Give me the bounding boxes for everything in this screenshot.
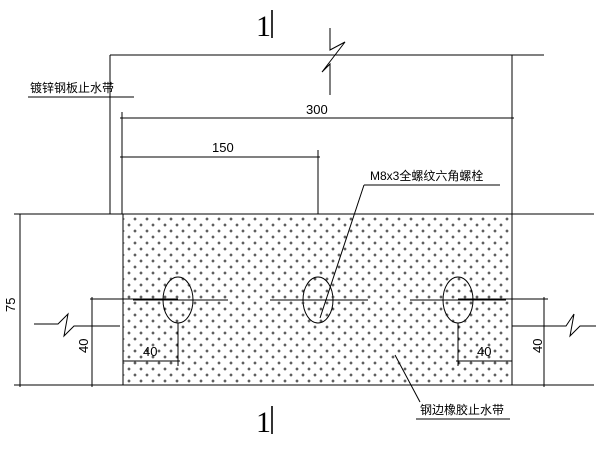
dimension-height: 75 (3, 214, 21, 387)
section-mark-top-label: 1 (256, 10, 271, 43)
section-mark-bottom: 1 (256, 406, 273, 439)
dimension-40-left-h-text: 40 (143, 344, 157, 359)
break-symbol-right (512, 313, 596, 338)
break-symbol-left (34, 312, 120, 338)
section-mark-bottom-label: 1 (256, 406, 271, 439)
dimension-40-left-v-text: 40 (76, 339, 91, 353)
dimension-half-width: 150 (120, 140, 320, 214)
dimension-75-text: 75 (3, 298, 18, 312)
galvanized-steel-waterstop (109, 28, 544, 214)
label-rubber-waterstop-text: 钢边橡胶止水带 (420, 402, 504, 417)
dimension-40-right-v-text: 40 (530, 339, 545, 353)
dimension-right-offset-h: 40 (456, 323, 512, 366)
label-rubber-waterstop-leader (394, 354, 421, 403)
dimension-right-offset-v: 40 (458, 297, 548, 387)
section-mark-top: 1 (256, 10, 273, 43)
label-rubber-waterstop: 钢边橡胶止水带 (394, 354, 510, 420)
dimension-40-right-h-text: 40 (477, 344, 491, 359)
label-galvanized-waterstop-text: 镀锌钢板止水带 (30, 81, 114, 95)
break-symbol-vertical (321, 28, 346, 95)
label-galvanized-waterstop: 镀锌钢板止水带 (28, 81, 134, 98)
dimension-left-offset-h: 40 (123, 323, 180, 366)
dimension-150-text: 150 (212, 140, 234, 155)
label-bolt-text: M8x3全螺纹六角螺栓 (370, 168, 483, 183)
dimension-total-width: 300 (120, 102, 514, 214)
dimension-300-text: 300 (306, 102, 328, 117)
bolt-center (270, 276, 368, 324)
dimension-left-offset-v: 40 (76, 297, 178, 387)
